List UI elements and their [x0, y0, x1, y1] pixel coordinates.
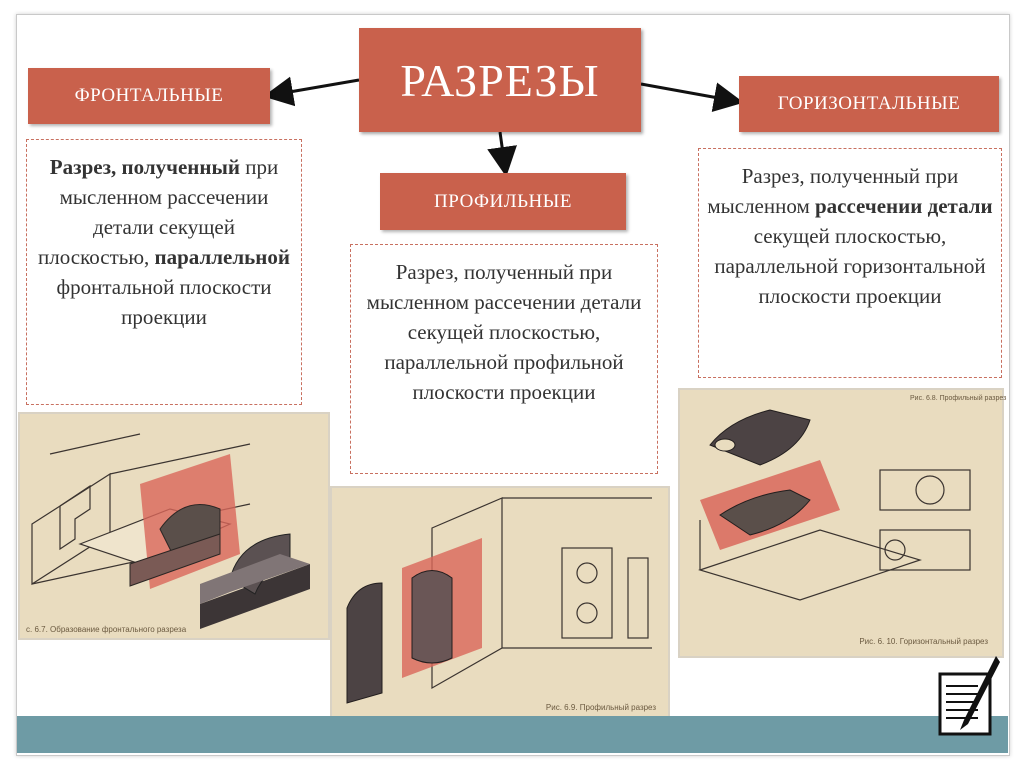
frontal-section-drawing [31, 433, 310, 629]
frontal-definition: Разрез, полученный при мысленном рассече… [26, 139, 302, 405]
horizontal-label: ГОРИЗОНТАЛЬНЫЕ [777, 93, 961, 114]
horizontal-section-drawing: Рис. 6.8. Профильный разрез [698, 394, 1006, 601]
frontal-def-text-1: при мысленном рассечении детали секущей … [38, 155, 279, 269]
profile-label: ПРОФИЛЬНЫЕ [434, 190, 572, 212]
horizontal-figure-caption: Рис. 6. 10. Горизонтальный разрез [859, 637, 988, 646]
frontal-label-box: ФРОНТАЛЬНЫЕ [28, 68, 270, 124]
arrow-to-frontal [263, 76, 360, 107]
arrow-to-horizontal [640, 82, 744, 113]
frontal-def-bold-1: Разрез, полученный [49, 155, 240, 179]
profile-def-text: Разрез, полученный при мысленном рассече… [366, 260, 642, 404]
page-title: РАЗРЕЗЫ [400, 54, 600, 106]
title-box: РАЗРЕЗЫ [359, 28, 641, 132]
frontal-def-bold-2: параллельной [154, 245, 290, 269]
frontal-label: ФРОНТАЛЬНЫЕ [74, 85, 224, 106]
profile-definition: Разрез, полученный при мысленном рассече… [350, 244, 658, 474]
profile-figure-caption: Рис. 6.9. Профильный разрез [545, 703, 656, 712]
horizontal-solid-part-top [709, 409, 811, 466]
horizontal-figure-caption-top: Рис. 6.8. Профильный разрез [910, 394, 1006, 402]
horizontal-def-text-2: секущей плоскостью, параллельной горизон… [714, 224, 986, 308]
profile-section-drawing [346, 497, 652, 704]
profile-section-figure: Рис. 6.9. Профильный разрез [330, 486, 670, 718]
horizontal-def-bold-1: рассечении детали [814, 194, 993, 218]
horizontal-def-text-1: Разрез, полученный при мысленном [707, 164, 959, 218]
frontal-def-text-2: фронтальной плоскости проекции [56, 275, 272, 329]
frontal-solid-part [200, 533, 310, 629]
horizontal-label-box: ГОРИЗОНТАЛЬНЫЕ [739, 76, 999, 132]
profile-label-box: ПРОФИЛЬНЫЕ [380, 173, 626, 230]
horizontal-section-figure: Рис. 6.8. Профильный разрез Рис. 6. 10. … [678, 388, 1006, 658]
horizontal-definition: Разрез, полученный при мысленном рассече… [698, 148, 1002, 378]
footer-bar [17, 716, 1008, 753]
notepad-pen-icon [938, 656, 1000, 736]
frontal-figure-caption: с. 6.7. Образование фронтального разреза [26, 625, 187, 634]
profile-solid-part [346, 570, 453, 704]
frontal-section-figure: с. 6.7. Образование фронтального разреза [18, 412, 330, 640]
arrow-to-profile [487, 131, 517, 177]
